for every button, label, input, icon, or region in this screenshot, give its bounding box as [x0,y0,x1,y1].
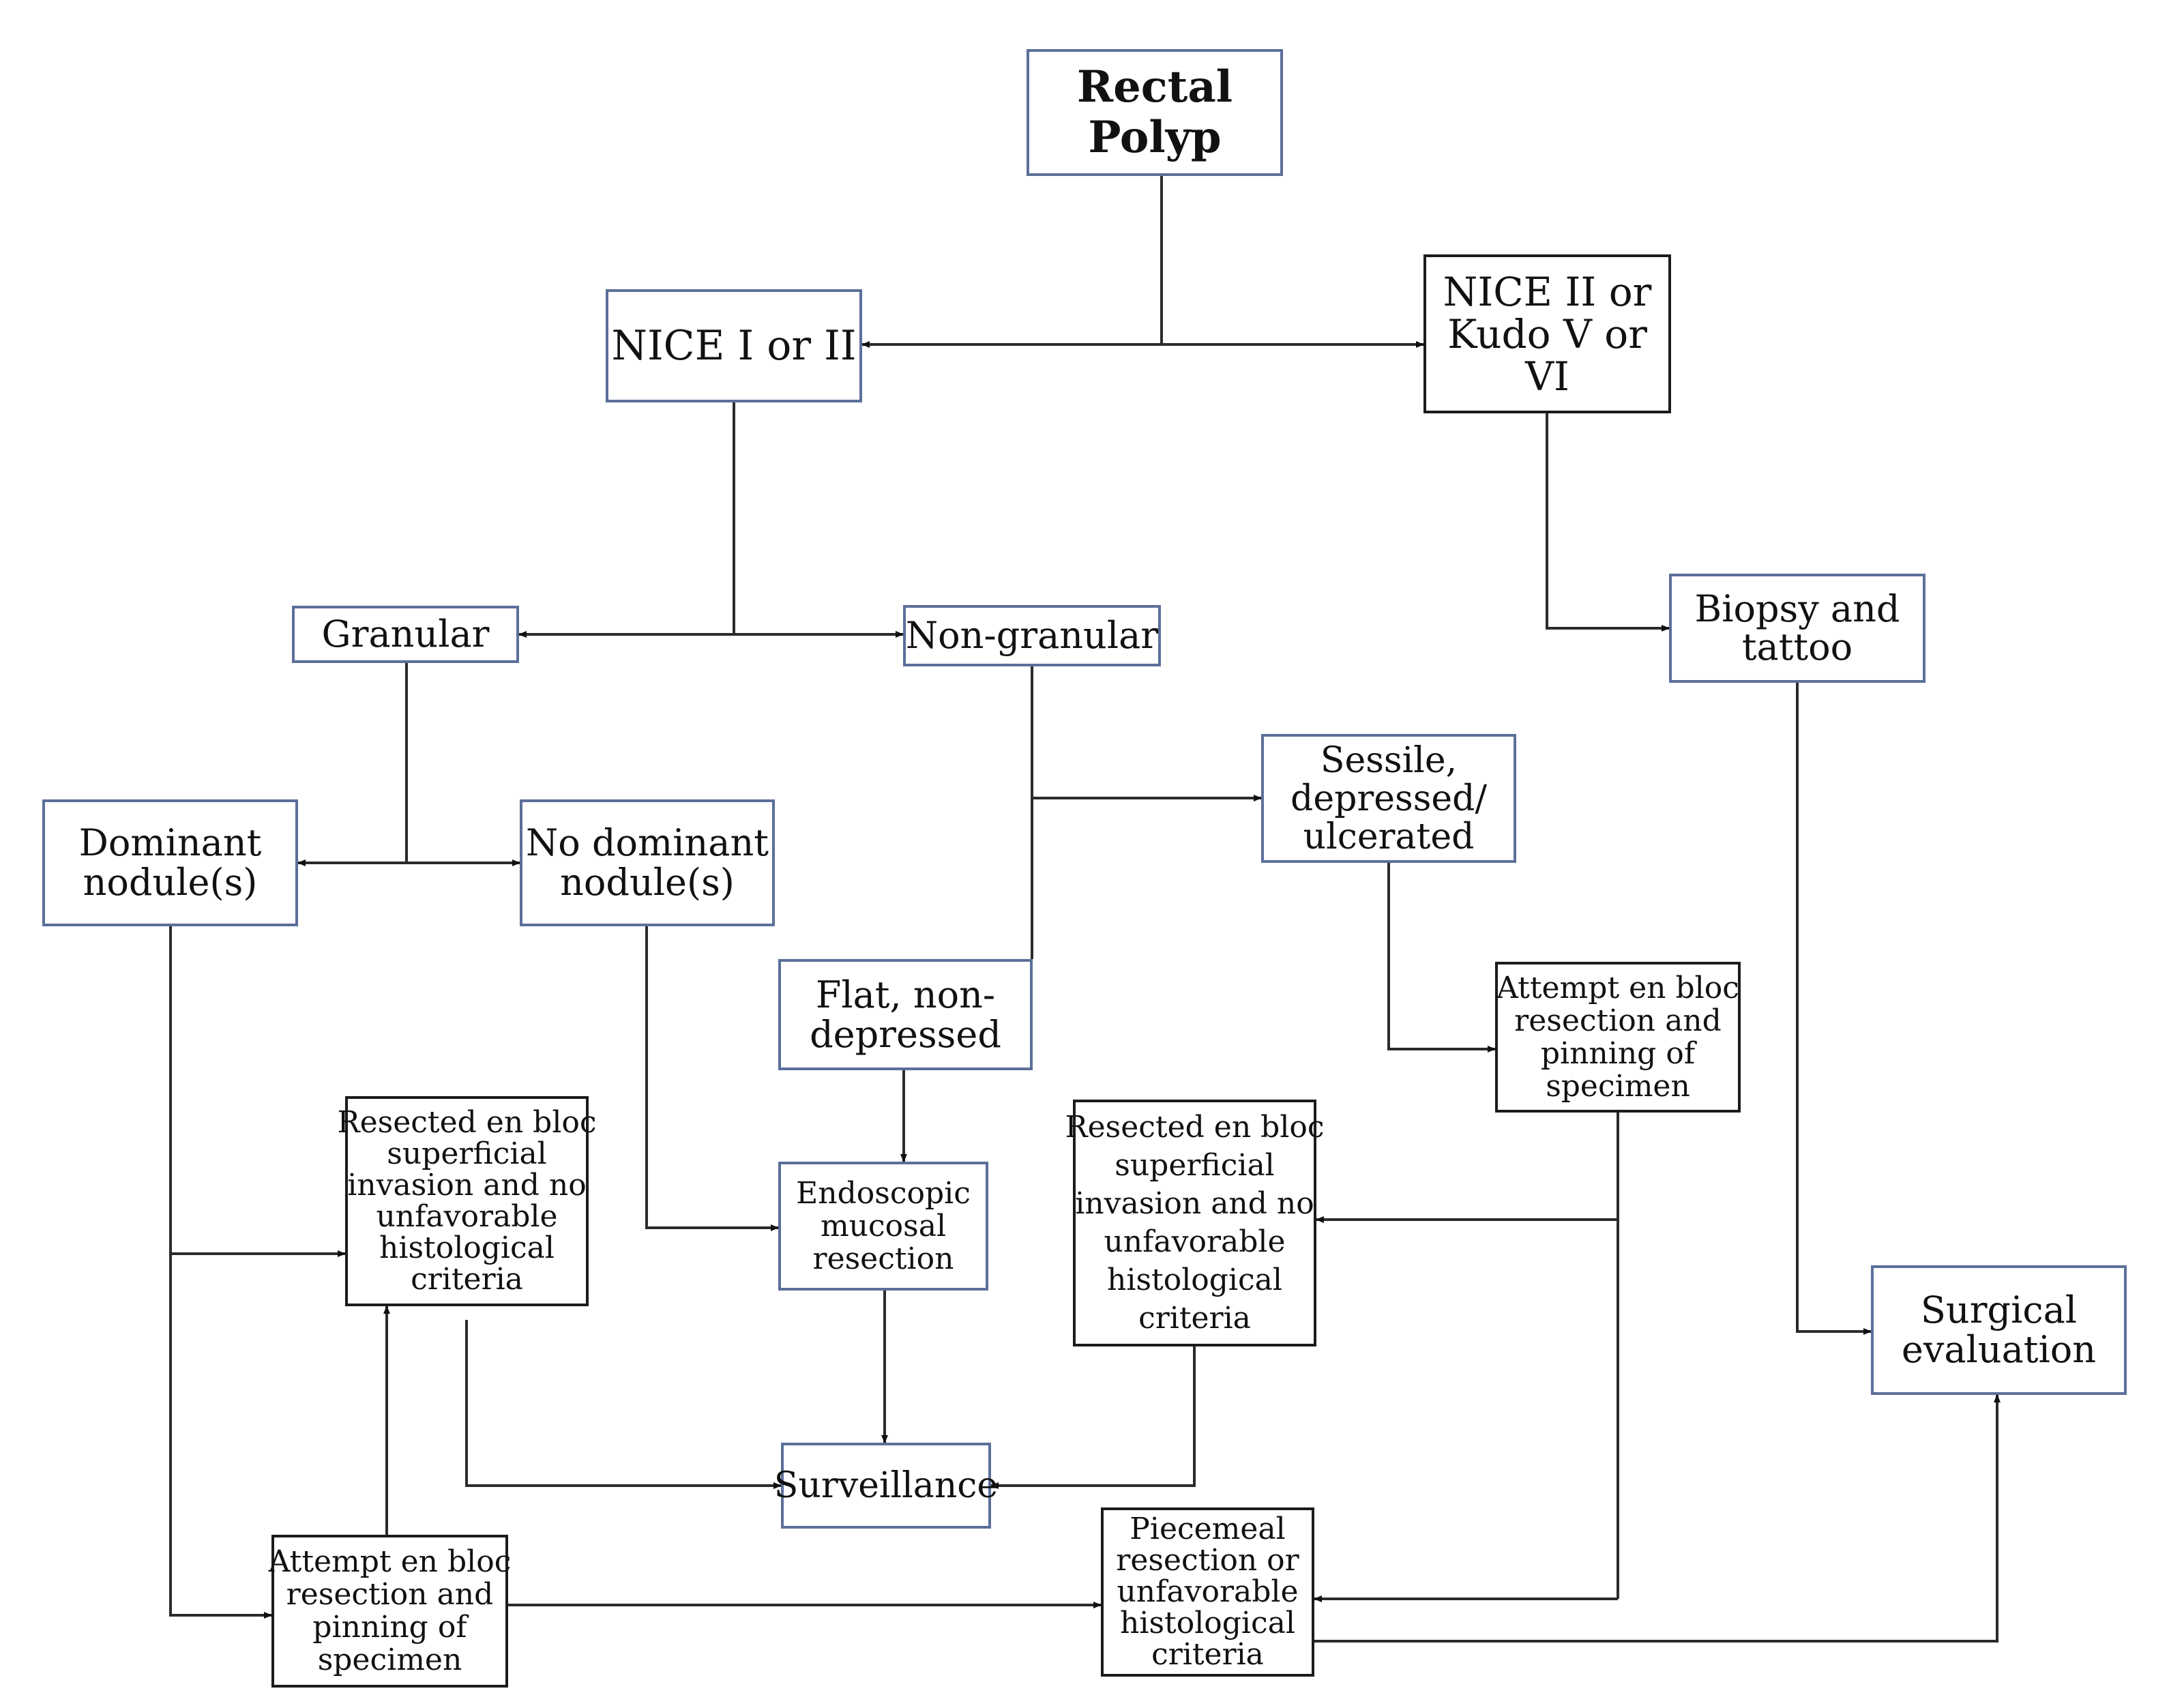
edge-nice-2-kudo-to-biopsy [1546,413,1670,632]
node-label-line: NICE I or II [611,322,857,370]
edge-resected-right-to-surveillance [990,1346,1196,1489]
node-label-line: Biopsy and [1694,587,1900,630]
node-label-line: resection and [286,1577,494,1612]
node-label-line: tattoo [1741,625,1853,668]
node-label-line: unfavorable [1117,1574,1299,1609]
edge-biopsy-to-surgical [1796,683,1872,1335]
node-label-line: Granular [321,613,490,656]
edge-dominant-trunk [169,926,272,1619]
node-non-granular: Non-granular [903,605,1161,666]
node-label-line: pinning of [312,1610,467,1645]
node-label-line: unfavorable [1104,1224,1286,1259]
node-label-line: Resected en bloc [337,1105,597,1140]
node-label-line: nodule(s) [560,861,735,904]
node-label-line: ulcerated [1303,816,1475,857]
node-label-line: NICE II or [1443,268,1652,315]
edge-piecemeal-to-surgical [1314,1394,2001,1643]
node-label-line: resection and [1514,1003,1722,1038]
node-label-line: resection or [1116,1543,1299,1578]
node-label-line: criteria [411,1262,523,1297]
node-label-line: Rectal [1076,61,1233,113]
node-sessile: Sessile,depressed/ulcerated [1261,734,1516,863]
node-label-line: specimen [1546,1068,1690,1104]
node-label-line: histological [379,1231,555,1265]
node-label-line: Attempt en bloc [268,1544,512,1579]
node-label-line: unfavorable [376,1199,558,1234]
node-surveillance: Surveillance [774,1443,998,1529]
node-label-line: Kudo V or [1447,310,1647,357]
node-label-line: No dominant [526,821,769,864]
node-label-line: Surgical [1920,1289,2078,1331]
node-label-line: superficial [387,1136,547,1171]
edge-resected-left-to-surveillance [465,1320,782,1489]
node-label-line: Piecemeal [1130,1512,1286,1546]
node-label-line: criteria [1151,1637,1264,1672]
node-label-line: mucosal [820,1208,947,1243]
node-nice-1-2: NICE I or II [606,289,862,402]
node-label-line: pinning of [1540,1035,1696,1071]
node-label-line: invasion and no [1075,1186,1314,1221]
node-label-line: histological [1107,1263,1282,1297]
node-label-line: depressed/ [1290,778,1487,819]
node-label-line: evaluation [1901,1328,2097,1371]
node-label-line: Resected en bloc [1065,1110,1325,1145]
node-label-line: Attempt en bloc [1496,970,1739,1005]
node-label-line: resection [812,1241,954,1276]
edge-no-dominant-to-emr [645,926,779,1231]
node-label-line: Dominant [78,821,262,864]
node-label-line: Flat, non- [815,973,996,1016]
edge-sessile-to-attempt-right [1387,863,1496,1052]
node-label-line: Polyp [1088,112,1222,163]
node-label-line: nodule(s) [83,861,258,904]
node-flat: Flat, non-depressed [778,959,1033,1070]
node-label-line: invasion and no [347,1168,587,1203]
node-label-line: Endoscopic [796,1175,971,1211]
node-label-line: depressed [810,1012,1001,1056]
node-label-line: specimen [317,1643,462,1677]
node-label-line: Non-granular [905,614,1159,657]
node-label-line: VI [1525,353,1569,400]
node-label-line: criteria [1138,1301,1251,1336]
node-label-line: Sessile, [1320,739,1458,781]
node-label-line: Surveillance [773,1465,999,1506]
node-label-line: superficial [1115,1148,1275,1183]
node-granular: Granular [292,606,519,663]
node-label-line: histological [1120,1606,1295,1640]
